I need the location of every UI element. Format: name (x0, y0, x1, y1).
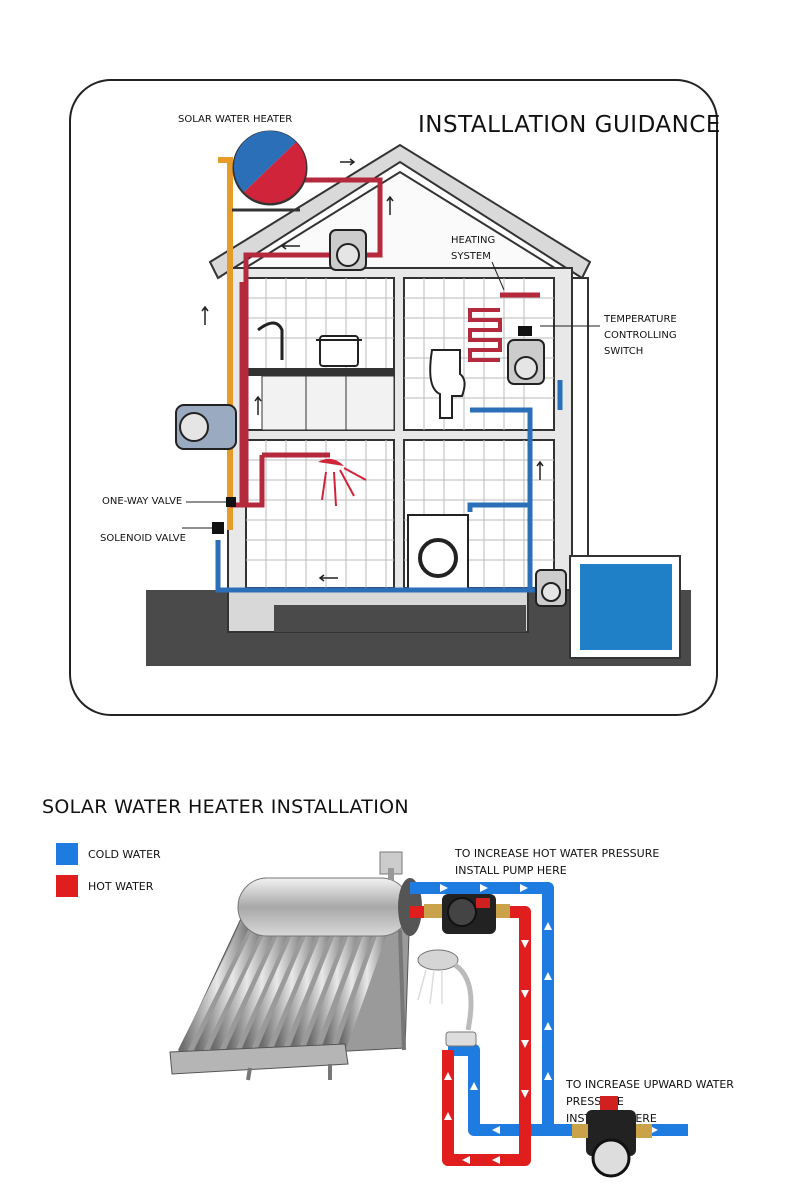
one-way-valve-icon (226, 497, 236, 507)
pump-icon (175, 404, 237, 450)
pump-icon (329, 229, 367, 271)
legend-label: COLD WATER (88, 847, 161, 861)
legend-hot-water: HOT WATER (56, 875, 153, 897)
label-temperature-switch: TEMPERATURE CONTROLLING SWITCH (604, 312, 677, 360)
hot-water-pipes (410, 906, 531, 1166)
label-line: SYSTEM (451, 251, 491, 262)
hot-water-swatch (56, 875, 78, 897)
vacuum-tubes (177, 905, 397, 1055)
note-line: TO INCREASE HOT WATER PRESSURE (455, 847, 660, 860)
note-upward-pressure: TO INCREASE UPWARD WATER PRESSURE INSTAL… (566, 1076, 790, 1127)
label-line: CONTROLLING (604, 330, 677, 341)
pump-icon (424, 894, 510, 934)
legend-cold-water: COLD WATER (56, 843, 161, 865)
solenoid-valve-icon (212, 522, 224, 534)
room-kitchen (245, 277, 395, 431)
hot-pipes (230, 177, 540, 508)
solar-heater-tank (232, 130, 308, 212)
note-line: INSTALL IT HERE (566, 1112, 657, 1125)
label-solar-water-heater: SOLAR WATER HEATER (178, 114, 293, 125)
solar-feed-pipe (218, 157, 233, 530)
pump-icon (507, 339, 545, 385)
label-one-way-valve: ONE-WAY VALVE (102, 496, 183, 507)
legend-label: HOT WATER (88, 879, 154, 893)
storage-tank (237, 851, 422, 937)
label-line: TEMPERATURE (604, 314, 677, 325)
label-heating-system: HEATING SYSTEM (451, 233, 495, 265)
cold-water-swatch (56, 843, 78, 865)
label-line: HEATING (451, 235, 496, 246)
label-solenoid-valve: SOLENOID VALVE (100, 533, 186, 544)
note-line: TO INCREASE UPWARD WATER PRESSURE (566, 1078, 734, 1108)
room-shower (245, 439, 395, 589)
diagram-title: INSTALLATION GUIDANCE (418, 112, 721, 138)
note-line: INSTALL PUMP HERE (455, 864, 567, 877)
cold-pipes (215, 380, 565, 593)
label-line: SWITCH (604, 346, 644, 357)
temperature-switch-icon (518, 326, 532, 336)
solar-collector (169, 904, 411, 1081)
note-hot-water-pressure: TO INCREASE HOT WATER PRESSURE INSTALL P… (455, 845, 659, 879)
pump-icon (535, 569, 567, 607)
house-diagram (146, 130, 691, 666)
shower-head (417, 949, 477, 1047)
heating-coil (468, 308, 502, 362)
installation-title: SOLAR WATER HEATER INSTALLATION (42, 796, 409, 818)
